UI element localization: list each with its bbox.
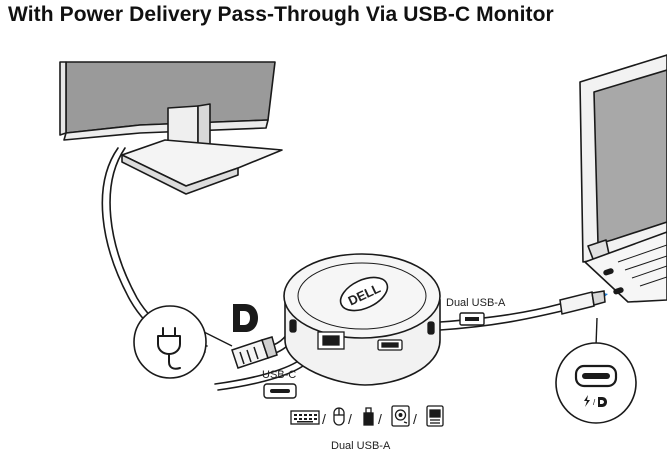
dual-usb-a-label-top: Dual USB-A [446,297,506,309]
dell-logo: DELL [339,276,389,312]
monitor [59,61,283,195]
dell-dock [283,253,441,386]
laptop-base [584,231,667,303]
svg-text:/: / [322,411,326,427]
displayport-logo-icon [233,304,258,332]
page-title: With Power Delivery Pass-Through Via USB… [8,3,554,26]
svg-text:/: / [593,398,596,407]
mouse-icon [333,407,345,426]
svg-text:/: / [413,411,417,427]
dual-usb-a-label-bottom: Dual USB-A [331,440,391,452]
power-displayport-icon: / [584,395,607,407]
hard-drive-icon [391,405,410,427]
power-plug-icon [157,327,181,370]
ssd-icon [426,405,444,427]
laptop [579,54,667,303]
keyboard-icon [290,410,320,425]
laptop-usb-c-port [603,268,614,276]
peripheral-icons: / / / / [290,405,444,427]
usb-c-plug [559,290,606,315]
displayport-connector [231,336,278,369]
usb-c-port-icon [263,383,297,399]
usb-c-power-callout: / [555,317,637,424]
laptop-screen [593,69,667,245]
usb-a-port-icon [459,312,485,326]
svg-text:/: / [378,411,382,427]
svg-text:/: / [348,411,352,427]
flash-drive-icon [363,407,374,426]
usb-c-host-cable [439,303,561,323]
usb-c-label: USB-C [262,369,296,381]
power-callout [133,305,233,379]
dock-ports [289,319,435,351]
monitor-stand-base [121,139,283,187]
